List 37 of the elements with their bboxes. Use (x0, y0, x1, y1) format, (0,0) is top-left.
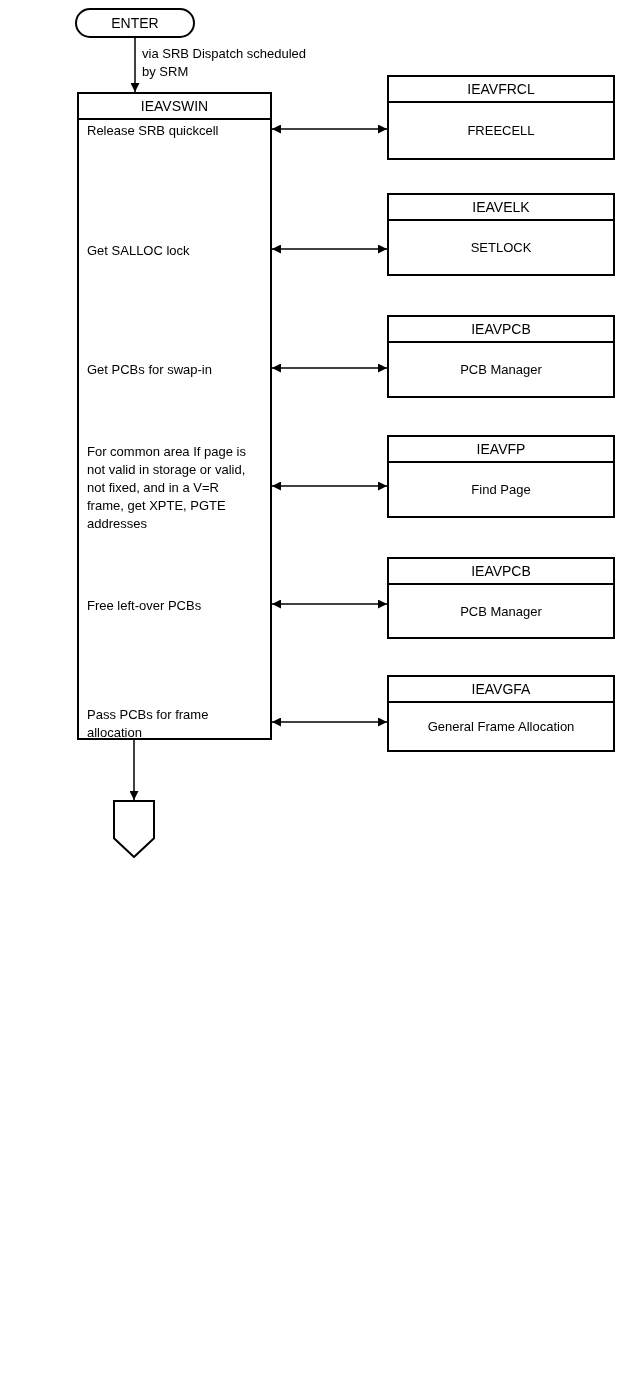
module-function: FREECELL (467, 122, 535, 139)
arrow (271, 599, 388, 609)
arrow (129, 739, 139, 801)
module-box (387, 557, 615, 639)
step-text: Pass PCBs for frame allocation (87, 706, 210, 742)
off-page-connector (113, 800, 155, 858)
module-function: PCB Manager (460, 361, 542, 378)
module-function: PCB Manager (460, 602, 542, 620)
arrow (271, 363, 388, 373)
step-text: For common area If page is not valid in storage or valid, not fixed, and in a V=R frame, get XPTE, PGTE addresses (87, 443, 247, 533)
step-text: Release SRB quickcell (87, 122, 219, 140)
arrow (130, 37, 140, 93)
arrow (271, 717, 388, 727)
module-function: SETLOCK (470, 239, 532, 256)
module-name: IEAVFP (476, 439, 526, 459)
module-name: IEAVPCB (471, 561, 531, 581)
module-box (387, 193, 615, 276)
step-text: Free left-over PCBs (87, 597, 202, 615)
step-text: Get PCBs for swap-in (87, 361, 212, 379)
module-name: IEAVELK (472, 197, 530, 217)
arrow (271, 481, 388, 491)
edge-label: via SRB Dispatch scheduled by SRM (142, 45, 308, 81)
terminal-box: ENTER (75, 8, 195, 38)
module-box (387, 315, 615, 398)
module-function: Find Page (471, 481, 531, 498)
module-name: IEAVSWIN (140, 96, 209, 116)
module-name: IEAVPCB (471, 319, 531, 339)
module-box (387, 75, 615, 160)
step-text: Get SALLOC lock (87, 242, 190, 260)
arrow (271, 124, 388, 134)
arrow (271, 244, 388, 254)
module-function: General Frame Allocation (427, 718, 575, 735)
module-box (387, 675, 615, 752)
module-box (387, 435, 615, 518)
module-name: IEAVFRCL (467, 79, 535, 99)
module-name: IEAVGFA (471, 679, 531, 699)
module-box (77, 92, 272, 740)
